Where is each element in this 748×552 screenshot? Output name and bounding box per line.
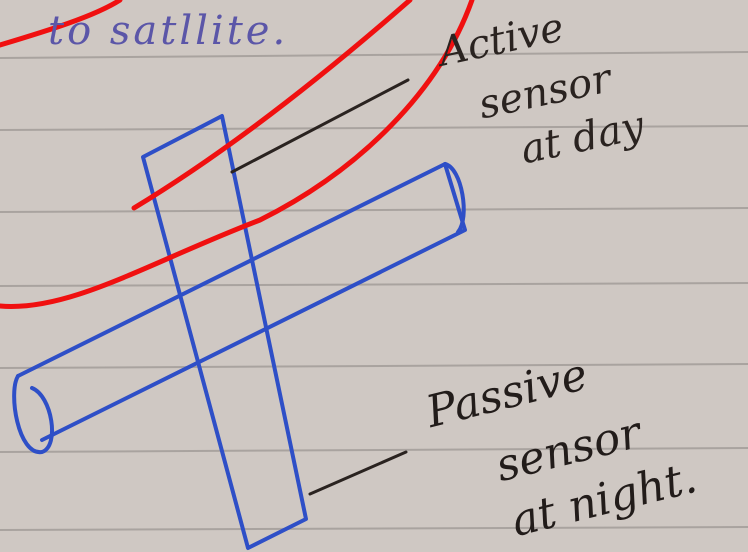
satellite-sketch [14,116,465,548]
vertical-panel [143,116,306,548]
passive-pointer-line [310,452,406,494]
top-note-text: to satllite. [48,8,288,54]
horizontal-panel-left-end [14,376,52,452]
